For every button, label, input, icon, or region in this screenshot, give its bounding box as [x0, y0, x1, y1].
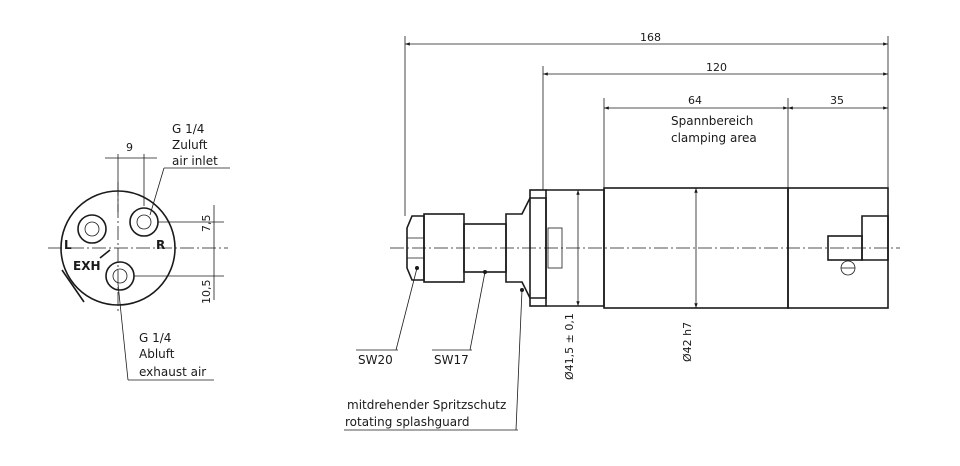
clamp-label-en: clamping area: [671, 131, 757, 145]
port-right-inner: [136, 214, 152, 230]
splash-label-en: rotating splashguard: [345, 415, 469, 429]
port-exh-letter: EXH: [73, 259, 101, 273]
port-left-inner: [84, 221, 100, 237]
dia-body-text: Ø42 h7: [681, 322, 694, 362]
port-left-letter: L: [64, 238, 72, 252]
inlet-callout-line2: Zuluft: [172, 138, 208, 152]
clamp-label-de: Spannbereich: [671, 114, 753, 128]
exhaust-callout-line3: exhaust air: [139, 365, 206, 379]
inlet-callout-line3: air inlet: [172, 154, 218, 168]
exhaust-callout-line2: Abluft: [139, 347, 175, 361]
port-exh-outer: [105, 261, 135, 291]
port-left-outer: [77, 214, 107, 244]
dim-clamp-text: 64: [688, 94, 702, 107]
exhaust-leader: [117, 283, 129, 381]
splash-leader: [515, 289, 523, 431]
collar-slot: [547, 227, 563, 269]
rear-connector-top: [861, 215, 889, 261]
dim-9-text: 9: [126, 141, 133, 154]
dim-rear-text: 35: [830, 94, 844, 107]
sw20-label: SW20: [358, 353, 393, 367]
sw17-leader: [469, 271, 486, 351]
port-right-letter: R: [156, 238, 165, 252]
dim-overall-text: 168: [640, 31, 661, 44]
dim-upper-text: 7,5: [200, 215, 213, 233]
dia-collar-text: Ø41,5 ± 0,1: [563, 313, 576, 380]
inlet-leader: [149, 167, 165, 216]
dim-body-text: 120: [706, 61, 727, 74]
exhaust-callout-line1: G 1/4: [139, 331, 171, 345]
end-view-hatch: [61, 269, 85, 303]
splashguard: [529, 189, 547, 307]
dim-lower-text: 10,5: [200, 280, 213, 305]
splash-label-de: mitdrehender Spritzschutz: [347, 398, 506, 412]
port-right-outer: [129, 207, 159, 237]
end-view: L R EXH 9 7,5 10,5 G 1/4 Zuluft air inle…: [48, 122, 230, 381]
side-view: 168 120 64 35 Spannbereich clamping area…: [344, 31, 900, 431]
inlet-callout-line1: G 1/4: [172, 122, 204, 136]
sw17-label: SW17: [434, 353, 469, 367]
sw20-leader: [395, 267, 418, 351]
port-exh-inner: [112, 268, 128, 284]
end-view-hatch-2: [99, 249, 111, 259]
